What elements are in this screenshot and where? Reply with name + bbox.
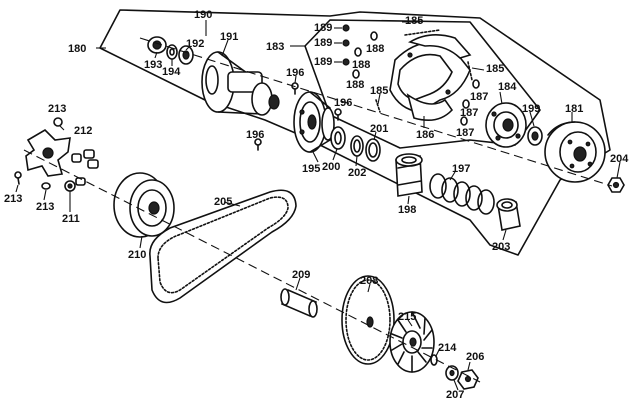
part-192-bearing xyxy=(178,45,194,65)
callout-210: 210 xyxy=(128,249,146,261)
part-198-collar xyxy=(395,153,423,197)
part-193-bearing xyxy=(147,36,167,54)
callout-185-b: 185 xyxy=(486,63,504,75)
leader-lines xyxy=(15,20,621,391)
callout-194: 194 xyxy=(162,66,181,78)
part-208-fixed-drive-face xyxy=(341,275,395,365)
part-188-washer-a xyxy=(370,31,378,41)
callout-187-b: 187 xyxy=(460,107,478,119)
callout-187-a: 187 xyxy=(470,91,488,103)
part-188-washer-b xyxy=(354,47,362,57)
callout-185-a: 185 xyxy=(405,15,423,27)
callout-196-a: 196 xyxy=(286,67,304,79)
part-212-ramp-plate xyxy=(25,128,71,177)
centerline-driven xyxy=(139,37,613,187)
callout-213-a: 213 xyxy=(48,103,66,115)
part-213-slider-b xyxy=(14,171,22,185)
callout-196-b: 196 xyxy=(334,97,352,109)
callout-188-b: 188 xyxy=(352,59,370,71)
part-201-o-ring xyxy=(365,138,381,162)
callout-203: 203 xyxy=(492,241,510,253)
part-196-pin-c xyxy=(254,138,262,151)
callout-196-c: 196 xyxy=(246,129,264,141)
part-188-washer-c xyxy=(352,69,360,79)
part-184-clutch-plate xyxy=(485,102,527,148)
callout-212: 212 xyxy=(74,125,92,137)
callout-200: 200 xyxy=(322,161,340,173)
callout-189-b: 189 xyxy=(314,37,332,49)
centerline-drive xyxy=(23,149,481,383)
part-206-nut xyxy=(457,369,479,390)
callout-180: 180 xyxy=(68,43,86,55)
callout-193: 193 xyxy=(144,59,162,71)
part-212-roller-set xyxy=(71,149,99,186)
callout-197: 197 xyxy=(452,163,470,175)
part-210-movable-drive-face xyxy=(113,172,175,238)
part-189-bolt-b xyxy=(342,39,350,47)
callout-189-c: 189 xyxy=(314,56,332,68)
part-199-nut xyxy=(527,126,543,146)
callout-192: 192 xyxy=(186,38,204,50)
callout-199: 199 xyxy=(522,103,540,115)
callout-189-a: 189 xyxy=(314,22,332,34)
callout-204: 204 xyxy=(610,153,629,165)
callout-183: 183 xyxy=(266,41,284,53)
callout-187-c: 187 xyxy=(456,127,474,139)
part-181-clutch-bell xyxy=(544,121,606,183)
part-197-spring xyxy=(429,173,495,215)
part-189-bolt-a xyxy=(342,24,350,32)
assembly-boundary-180 xyxy=(99,9,611,256)
part-196-pin-b xyxy=(334,108,342,121)
callout-213-c: 213 xyxy=(36,201,54,213)
callout-211: 211 xyxy=(62,213,80,225)
part-202-o-ring xyxy=(350,135,364,157)
callout-201: 201 xyxy=(370,123,388,135)
part-186-clutch-shoes xyxy=(389,34,472,121)
part-213-slider-a xyxy=(53,117,63,127)
part-211-roller xyxy=(64,180,76,192)
part-213-slider-c xyxy=(41,182,51,190)
part-215-cooling-fan xyxy=(389,311,435,373)
callout-213-b: 213 xyxy=(4,193,22,205)
part-187-pin-b xyxy=(462,99,470,109)
callout-209: 209 xyxy=(292,269,310,281)
callout-198: 198 xyxy=(398,204,416,216)
callout-181: 181 xyxy=(565,103,583,115)
part-185-clutch-spring-c xyxy=(375,99,381,113)
callout-208: 208 xyxy=(360,275,378,287)
callout-215: 215 xyxy=(398,311,416,323)
callout-207: 207 xyxy=(446,389,464,400)
callout-190: 190 xyxy=(194,9,212,21)
callout-188-a: 188 xyxy=(366,43,384,55)
part-187-pin-a xyxy=(472,79,480,89)
callout-191: 191 xyxy=(220,31,238,43)
callout-188-c: 188 xyxy=(346,79,364,91)
part-187-pin-c xyxy=(460,116,468,126)
part-205-drive-belt xyxy=(149,189,297,304)
part-200-seal-ring xyxy=(330,126,346,150)
part-185-clutch-spring-a xyxy=(404,29,441,36)
callout-205: 205 xyxy=(214,196,232,208)
part-195-sliding-pulley xyxy=(293,91,335,153)
callout-186: 186 xyxy=(416,129,434,141)
callout-214: 214 xyxy=(438,342,457,354)
part-189-bolt-c xyxy=(342,58,350,66)
callout-184: 184 xyxy=(498,81,517,93)
part-196-pin-a xyxy=(291,82,299,95)
callout-202: 202 xyxy=(348,167,366,179)
part-209-sleeve xyxy=(280,288,318,318)
callout-206: 206 xyxy=(466,351,484,363)
part-203-spring-seat xyxy=(496,198,521,231)
part-185-clutch-spring-b xyxy=(467,61,473,81)
callout-195: 195 xyxy=(302,163,320,175)
part-191-pulley-face xyxy=(201,51,280,116)
callout-185-c: 185 xyxy=(370,85,388,97)
